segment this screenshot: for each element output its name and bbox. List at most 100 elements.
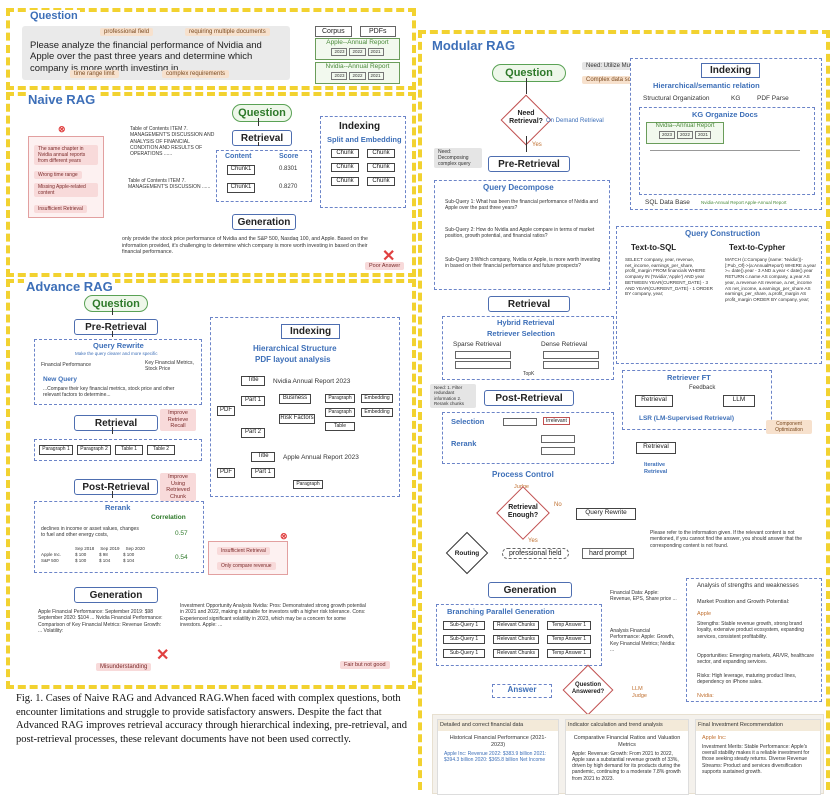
chunk-e: Chunk [331, 177, 359, 186]
hybrid-title: Hybrid Retrieval [497, 318, 555, 327]
mod-retrieval: Retrieval [488, 296, 570, 312]
misunderstanding-tag: Misunderstanding [96, 663, 152, 671]
part-1: Part 1 [241, 396, 265, 406]
paragraph-1: Paragraph 1 [39, 445, 73, 455]
adv-indexing-title: Indexing [281, 324, 341, 339]
tag-multiple-docs: requiring multiple documents [185, 28, 270, 36]
improve-recall-tag: Improve Retrieve Recall [160, 409, 196, 431]
nvidia-report-label: Nvidia--Annual Report [325, 63, 390, 70]
content-header: Content [225, 153, 252, 160]
need-decompose-tag: Need: Decomposing complex query [434, 148, 482, 168]
year-2021: 2021 [367, 48, 384, 56]
mod-indexing-box: Indexing Hierarchical/semantic relation … [630, 58, 822, 210]
sub-query: Sub-Query 1 [443, 649, 485, 658]
naive-indexing-box: Indexing Split and Embedding Chunk Chunk… [320, 116, 406, 208]
connector [112, 491, 113, 498]
issue-same-chapter: The same chapter in Nvidia annual report… [34, 145, 98, 165]
pdfs-label: PDFs [360, 26, 396, 37]
mod-pre-retrieval: Pre-Retrieval [488, 156, 570, 172]
year-2021: 2021 [695, 131, 712, 139]
struct-org: Structural Organization [643, 95, 710, 102]
kg-nvidia-report-label: Nvidia--Annual Report [655, 123, 715, 129]
correlation-label: Correlation [151, 514, 186, 521]
selection-title: Selection [451, 417, 485, 426]
rerank-bar [541, 435, 575, 443]
gen-left-text: Apple Financial Performance: September 2… [38, 609, 163, 634]
issue-wrong-time: Wrong time range [34, 171, 82, 179]
retrieval-enough-text: Retrieval Enough? [507, 504, 539, 519]
dense-result [543, 361, 599, 369]
apple-report-box: Apple--Annual Report 2023 2022 2021 [315, 38, 400, 60]
key-metrics-label: Key Financial Metrics, Stock Price [145, 360, 194, 373]
selection-bar [503, 418, 537, 426]
table-col-3: Sep 2020 [125, 546, 145, 551]
kg-label: KG [731, 95, 741, 102]
cross-icon: ✕ [156, 647, 170, 664]
corr-score-2: 0.54 [175, 554, 188, 561]
corr-score-1: 0.57 [175, 530, 188, 537]
rerank-chunk-1: declines in income or asset values, chan… [41, 526, 139, 539]
sub-query: Sub-Query 1 [443, 635, 485, 644]
no-label: No [554, 502, 562, 508]
on-demand-label: On Demand Retrieval [546, 118, 604, 124]
part-1-apple: Part 1 [251, 468, 275, 478]
component-opt-tag: Component Optimization [766, 420, 812, 434]
result-chunk-2: Chunk1 [227, 183, 255, 193]
paragraph-node-2: Paragraph [325, 408, 355, 417]
risks-text: Risks: High leverage, maturing product l… [697, 673, 797, 686]
advance-rag-panel: Advance RAG Question Pre-Retrieval Query… [6, 279, 416, 689]
query-rewrite-sub: Make the query clearer and more specific [75, 351, 158, 356]
table-1: Table 1 [115, 445, 143, 455]
retriever-ft-title: Retriever FT [667, 373, 711, 382]
naive-rag-title: Naive RAG [26, 92, 98, 107]
adv-issues-box: Insufficient Retrieval Only compare reve… [208, 541, 288, 575]
mod-post-retrieval: Post-Retrieval [484, 390, 574, 406]
sparse-result [455, 361, 511, 369]
temp-answer: Temp Answer 1 [547, 635, 591, 644]
query-decompose-title: Query Decompose [483, 183, 554, 192]
adv-generation: Generation [74, 587, 158, 603]
hier-structure: Hierarchical Structure [253, 344, 337, 353]
pdf-parse: PDF Parse [757, 95, 789, 102]
adv-pre-retrieval: Pre-Retrieval [74, 319, 158, 335]
fin-data-text: Financial Data: Apple: Revenue, EPS, Sha… [610, 590, 677, 603]
risk-node: Risk Factors [279, 414, 315, 424]
adv-post-retrieval: Post-Retrieval [74, 479, 158, 495]
nvidia-report-box: Nvidia--Annual Report 2023 2022 2021 [315, 62, 400, 84]
sub-query: Sub-Query 1 [443, 621, 485, 630]
connector [526, 78, 527, 94]
cross-icon: ✕ [382, 248, 396, 265]
branching-box: Branching Parallel Generation Sub-Query … [436, 604, 602, 666]
adv-question: Question [84, 295, 148, 312]
advance-rag-title: Advance RAG [24, 279, 115, 294]
strengths-box: Analysis of strengths and weaknesses Mar… [686, 578, 822, 702]
bottom-card-1: Detailed and correct financial data Hist… [437, 719, 559, 795]
chunk-f: Chunk [367, 177, 395, 186]
year-2021: 2021 [367, 72, 384, 80]
nvidia-label: Nvidia: [697, 693, 714, 699]
dense-result [543, 351, 599, 359]
naive-retrieval: Retrieval [232, 130, 292, 146]
query-construction-title: Query Construction [685, 229, 761, 238]
title-node-1: Title [241, 376, 265, 386]
table-2: Table 2 [147, 445, 175, 455]
modular-rag-panel: Modular RAG Question Need: Utilize Multi… [418, 30, 830, 795]
year-2023: 2023 [658, 131, 675, 139]
card-1-body: Apple Inc: Revenue 2022: $383.9 billion … [444, 750, 547, 763]
temp-answer: Temp Answer 1 [547, 649, 591, 658]
card-3-sub: Apple Inc: [702, 734, 727, 741]
rerank-bar [541, 447, 575, 455]
table-row-label: Apple Inc. [41, 551, 62, 557]
card-2-title: Indicator calculation and trend analysis [566, 720, 688, 731]
subquery-1: Sub-Query 1: What has been the financial… [445, 199, 598, 212]
toc-text-2: Table of Contents ITEM 7. MANAGEMENT'S D… [128, 178, 211, 191]
need-retrieval-text: Need Retrieval? [509, 110, 543, 125]
naive-answer: only provide the stock price performance… [122, 236, 368, 255]
query-decompose-box: Query Decompose Sub-Query 1: What has be… [434, 180, 610, 290]
card-2-sub: Comparative Financial Ratios and Valuati… [573, 734, 681, 748]
relevant-chunks: Relevant Chunks [493, 621, 539, 630]
improve-chunk-tag: Improve Using Retrieved Chunk [160, 473, 196, 502]
paragraph-node-1: Paragraph [325, 394, 355, 403]
toc-text-1: Table of Contents ITEM 7. MANAGEMENT'S D… [130, 126, 215, 157]
need-multi-source: Need: Utilize Multi-source Data [582, 62, 673, 70]
